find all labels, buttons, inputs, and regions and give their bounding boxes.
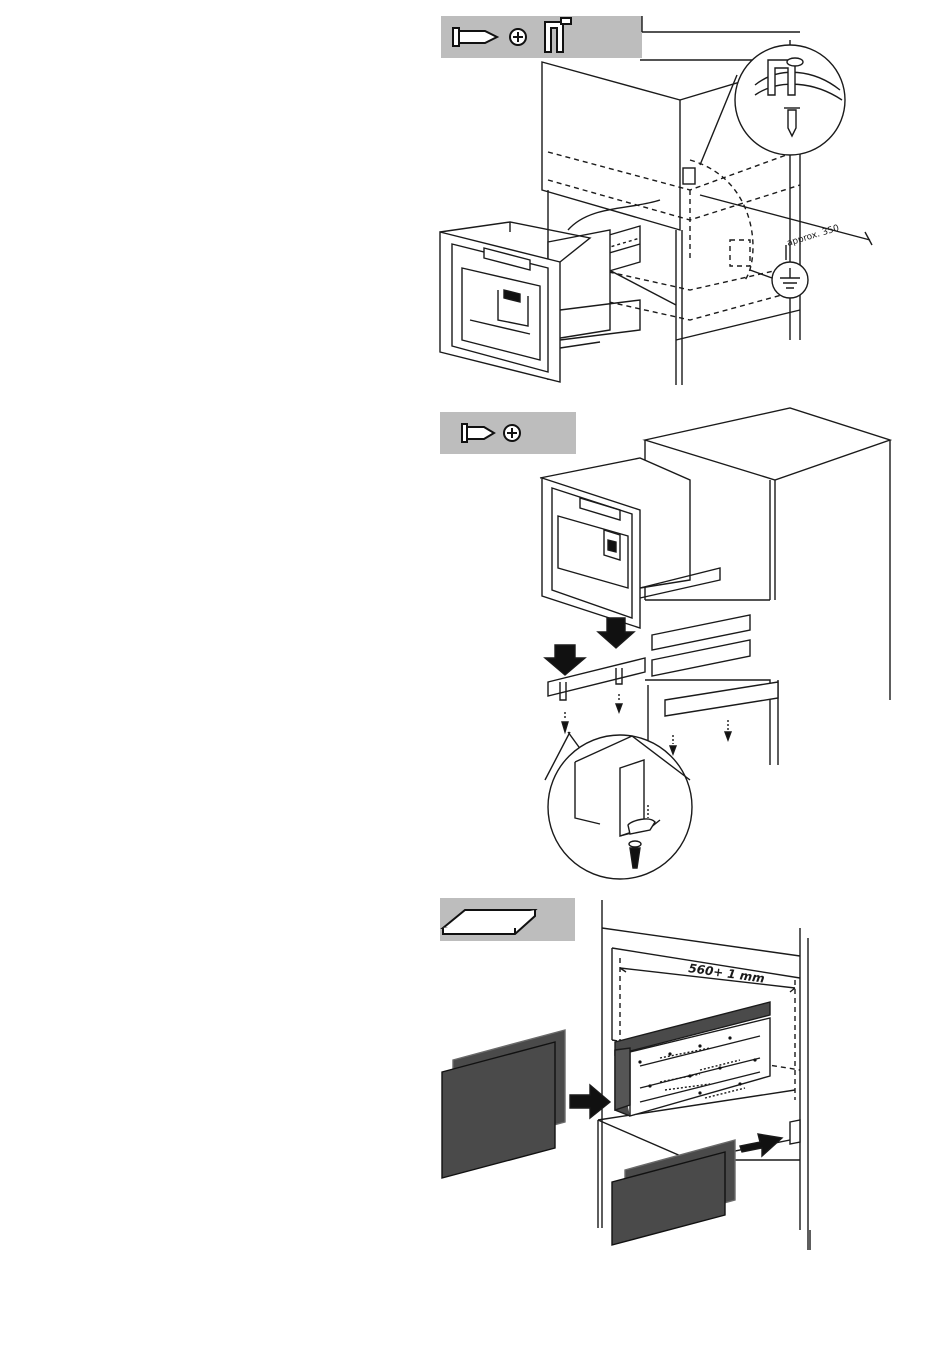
dimension-label-step-3: 560+ 1 mm (688, 961, 766, 986)
figure-step-1: approx. 350 (0, 0, 950, 400)
installation-drawing-3: 560+ 1 mm (0, 890, 950, 1360)
dimension-label-step-1: approx. 350 (786, 223, 841, 248)
figure-step-3: 560+ 1 mm (0, 890, 950, 1360)
installation-drawing-2 (0, 400, 950, 890)
figure-step-2 (0, 400, 950, 890)
installation-drawing-1: approx. 350 (0, 0, 950, 400)
